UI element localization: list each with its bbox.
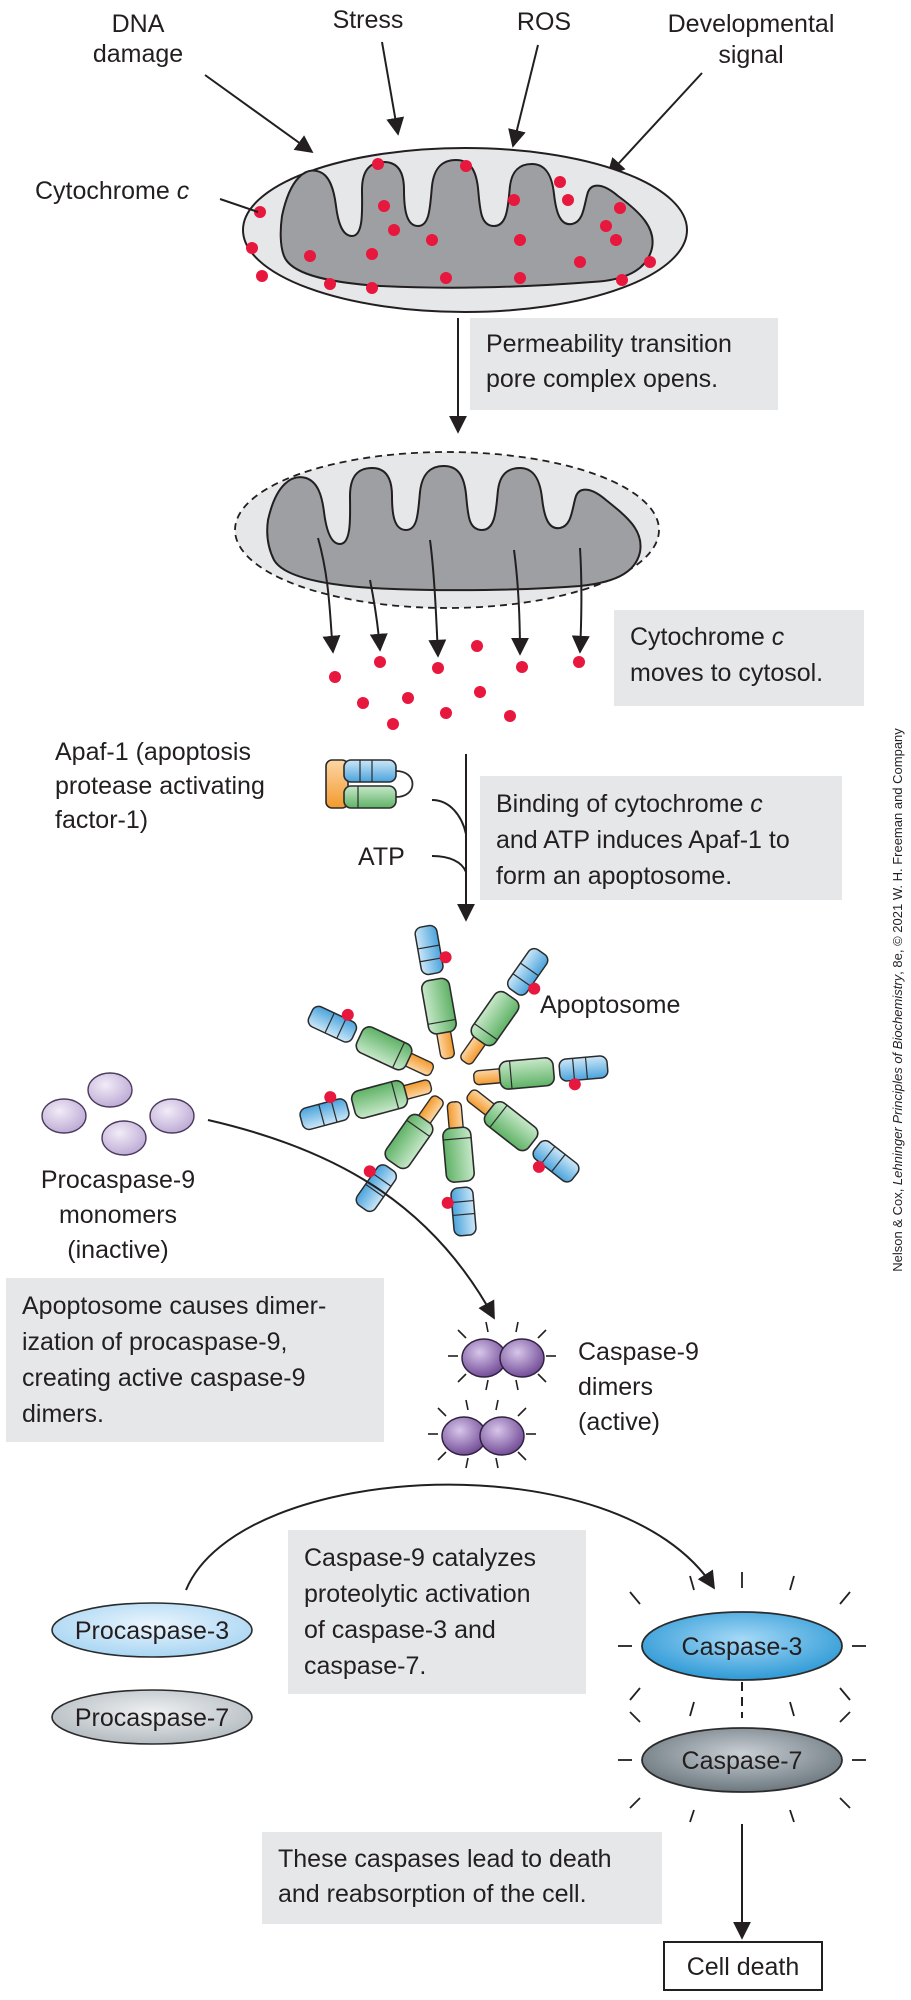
atp-label: ATP: [358, 843, 405, 871]
arrow-developmental: [606, 72, 703, 177]
caspase9-label-line1: Caspase-9: [578, 1338, 699, 1366]
trigger-labels: DNA damage Stress ROS Developmental sign…: [93, 6, 835, 69]
cytochrome-c-label: Cytochrome c: [35, 177, 190, 205]
step3-line3: form an apoptosome.: [496, 862, 732, 890]
arrow-procaspase9-to-caspase9: [207, 1119, 495, 1320]
trigger-stress: Stress: [333, 6, 404, 34]
step6-box: [262, 1832, 662, 1924]
step3-line1: Binding of cytochrome c: [496, 790, 763, 818]
caspase7-label: Caspase-7: [682, 1747, 803, 1775]
procaspase9-label-line1: Procaspase-9: [41, 1166, 195, 1194]
step6-line2: and reabsorption of the cell.: [278, 1880, 587, 1908]
arrow-ros: [508, 44, 539, 148]
permeabilized-mitochondrion: [234, 451, 660, 609]
caspase9-dimer-2: [427, 1399, 537, 1469]
procaspase9-monomers: [41, 1072, 195, 1156]
caspase9-label-line2: dimers: [578, 1373, 653, 1401]
caspase3-label: Caspase-3: [682, 1633, 803, 1661]
arrow-stress: [381, 41, 405, 136]
release-arrows: [317, 537, 590, 658]
cell-death-box: Cell death: [663, 1941, 823, 1991]
procaspase3: Procaspase-3: [51, 1602, 253, 1658]
step6-line1: These caspases lead to death: [278, 1845, 612, 1873]
apoptosome-label: Apoptosome: [540, 991, 680, 1019]
procaspase3-label: Procaspase-3: [75, 1617, 229, 1645]
trigger-developmental-line2: signal: [718, 41, 783, 69]
apaf1-label-line3: factor-1): [55, 806, 148, 834]
step5-line2: proteolytic activation: [304, 1580, 531, 1608]
step2-box: [614, 610, 864, 706]
caspase7-burst: [618, 1711, 866, 1823]
step5-line3: of caspase-3 and: [304, 1616, 496, 1644]
step4-line4: dimers.: [22, 1400, 104, 1428]
caspase7: Caspase-7: [641, 1727, 843, 1793]
trigger-developmental-line1: Developmental: [668, 10, 835, 38]
arrow-dna-damage: [204, 74, 314, 154]
step3-box: [480, 776, 842, 900]
caspase9-dimer-1: [447, 1321, 557, 1391]
apaf1-label-line2: protease activating: [55, 772, 265, 800]
cytochrome-c-dots-cytosol: [329, 640, 585, 730]
caspase9-label-line3: (active): [578, 1408, 660, 1436]
step2-line1: Cytochrome c: [630, 623, 785, 651]
step4-line2: ization of procaspase-9,: [22, 1328, 287, 1356]
procaspase9-label-line2: monomers: [59, 1201, 177, 1229]
atp-join-arrow: [431, 855, 467, 873]
procaspase7-label: Procaspase-7: [75, 1704, 229, 1732]
apaf1-label-line1: Apaf-1 (apoptosis: [55, 738, 251, 766]
cytochrome-c-pointer: [219, 198, 259, 213]
trigger-dna-damage-line1: DNA: [112, 10, 165, 38]
cytochrome-c-dots-intact: [246, 158, 656, 294]
step2-line2: moves to cytosol.: [630, 659, 823, 687]
copyright-credit: Nelson & Cox, Lehninger Principles of Bi…: [890, 728, 905, 1272]
step5-box: [288, 1530, 586, 1694]
step5-line4: caspase-7.: [304, 1652, 426, 1680]
step1-line2: pore complex opens.: [486, 365, 718, 393]
step3-line2: and ATP induces Apaf-1 to: [496, 826, 790, 854]
trigger-ros: ROS: [517, 8, 571, 36]
trigger-dna-damage-line2: damage: [93, 40, 183, 68]
apaf1-join-arrow: [431, 799, 467, 835]
caspase3-burst: [618, 1572, 866, 1717]
procaspase9-label-line3: (inactive): [67, 1236, 168, 1264]
step4-line3: creating active caspase-9: [22, 1364, 305, 1392]
step1-line1: Permeability transition: [486, 330, 732, 358]
trigger-arrows: [204, 41, 703, 177]
procaspase7: Procaspase-7: [51, 1689, 253, 1745]
step4-line1: Apoptosome causes dimer-: [22, 1292, 326, 1320]
caspase3: Caspase-3: [641, 1611, 843, 1681]
cell-death-label: Cell death: [687, 1953, 800, 1981]
arrow-activation-arc: [185, 1483, 715, 1591]
step1-box: [470, 318, 778, 410]
apaf1-monomer: [325, 759, 414, 809]
step4-box: [6, 1278, 384, 1442]
intact-mitochondrion: [242, 147, 688, 313]
step5-line1: Caspase-9 catalyzes: [304, 1544, 536, 1572]
apoptosome: [295, 921, 611, 1239]
